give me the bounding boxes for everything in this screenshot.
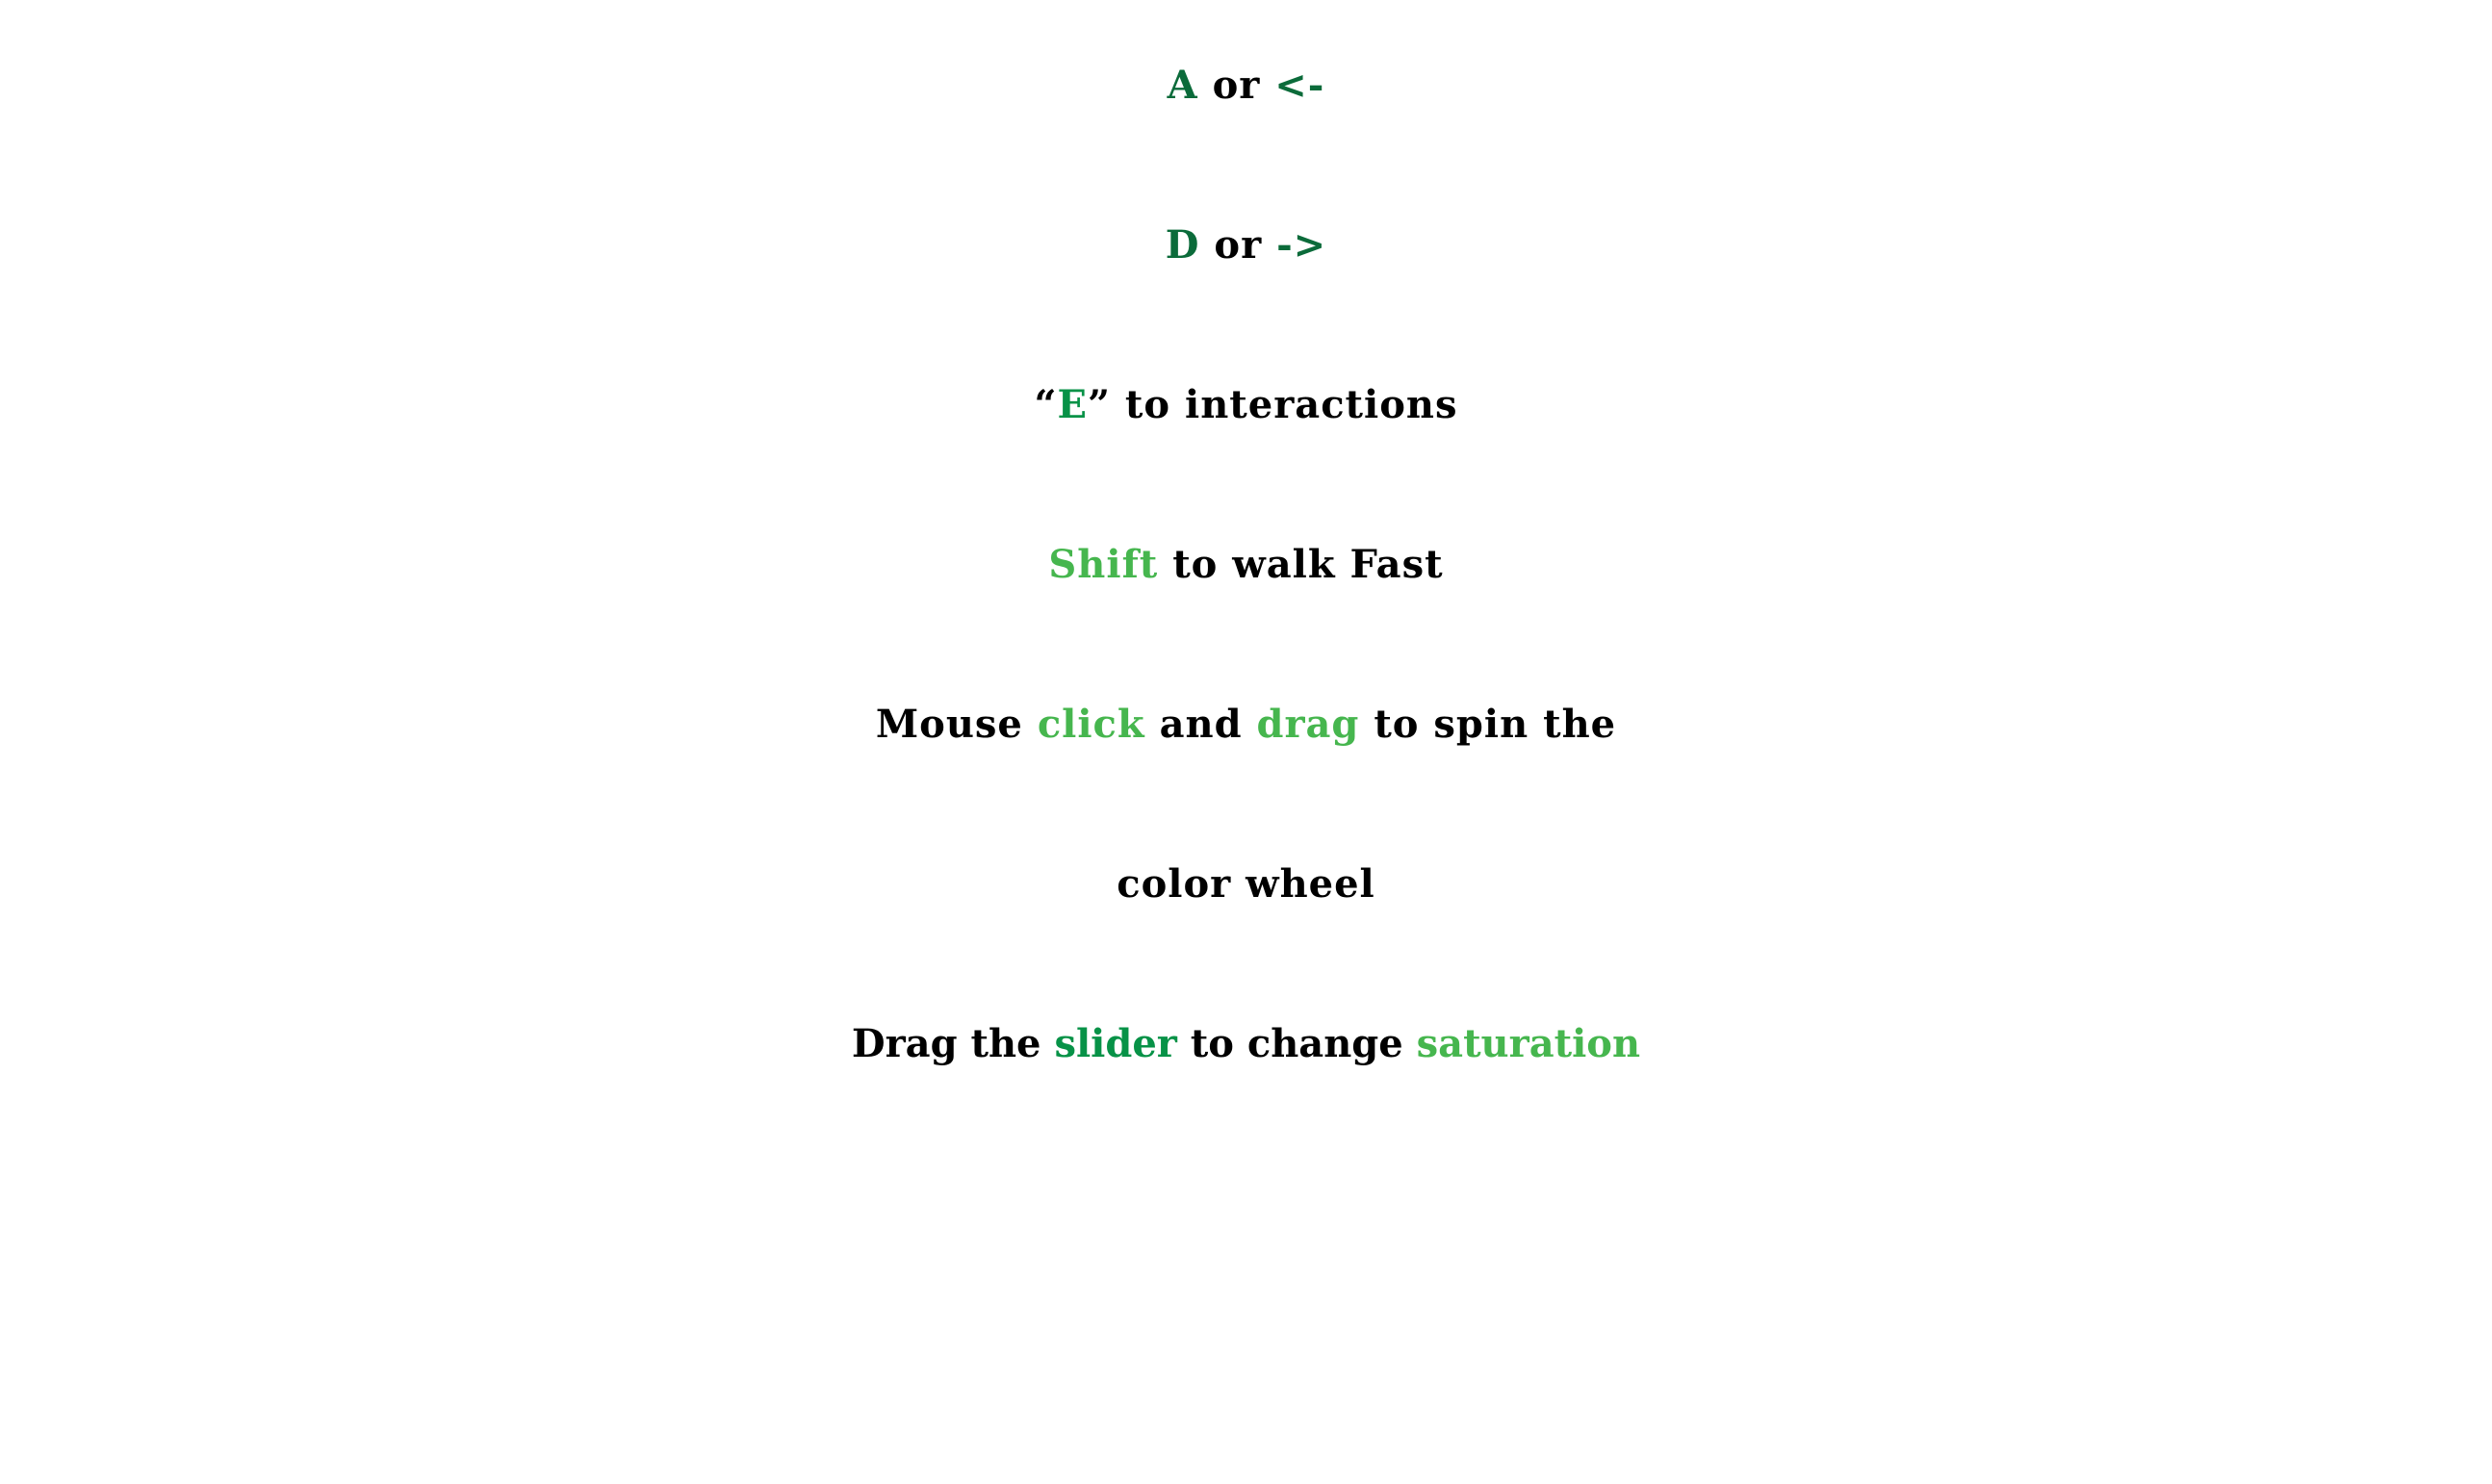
word-saturation: saturation (1416, 1021, 1641, 1066)
spin-text-2: and (1144, 702, 1257, 747)
word-drag: drag (1256, 702, 1360, 747)
sprint-line: Shift to walk Fast (0, 485, 2492, 645)
move-left-line: A or <- (0, 6, 2492, 166)
open-quote: “ (1034, 382, 1058, 427)
move-right-line: D or -> (0, 166, 2492, 325)
key-shift: Shift (1048, 542, 1159, 587)
key-a: A (1167, 63, 1198, 108)
key-right-arrow: -> (1276, 222, 1327, 268)
interact-text: to interactions (1111, 382, 1458, 427)
separator-or: or (1199, 222, 1277, 268)
interact-line: “E” to interactions (0, 325, 2492, 485)
controls-instructions: A or <- D or -> “E” to interactions Shif… (0, 6, 2492, 1124)
key-d: D (1165, 222, 1200, 268)
spin-text-4: color wheel (1117, 861, 1375, 907)
spin-line-2: color wheel (0, 805, 2492, 964)
word-click: click (1037, 702, 1145, 747)
saturation-line: Drag the slider to change saturation (0, 964, 2492, 1124)
saturation-text-1: Drag the (851, 1021, 1055, 1066)
spin-text-1: Mouse (875, 702, 1038, 747)
separator-or: or (1197, 63, 1275, 108)
sprint-text: to walk Fast (1158, 542, 1444, 587)
spin-line: Mouse click and drag to spin the (0, 645, 2492, 805)
close-quote: ” (1087, 382, 1111, 427)
saturation-text-2: to change (1176, 1021, 1417, 1066)
spin-text-3: to spin the (1359, 702, 1617, 747)
word-slider: slider (1054, 1021, 1177, 1066)
key-e: E (1057, 382, 1088, 427)
key-left-arrow: <- (1274, 63, 1325, 108)
